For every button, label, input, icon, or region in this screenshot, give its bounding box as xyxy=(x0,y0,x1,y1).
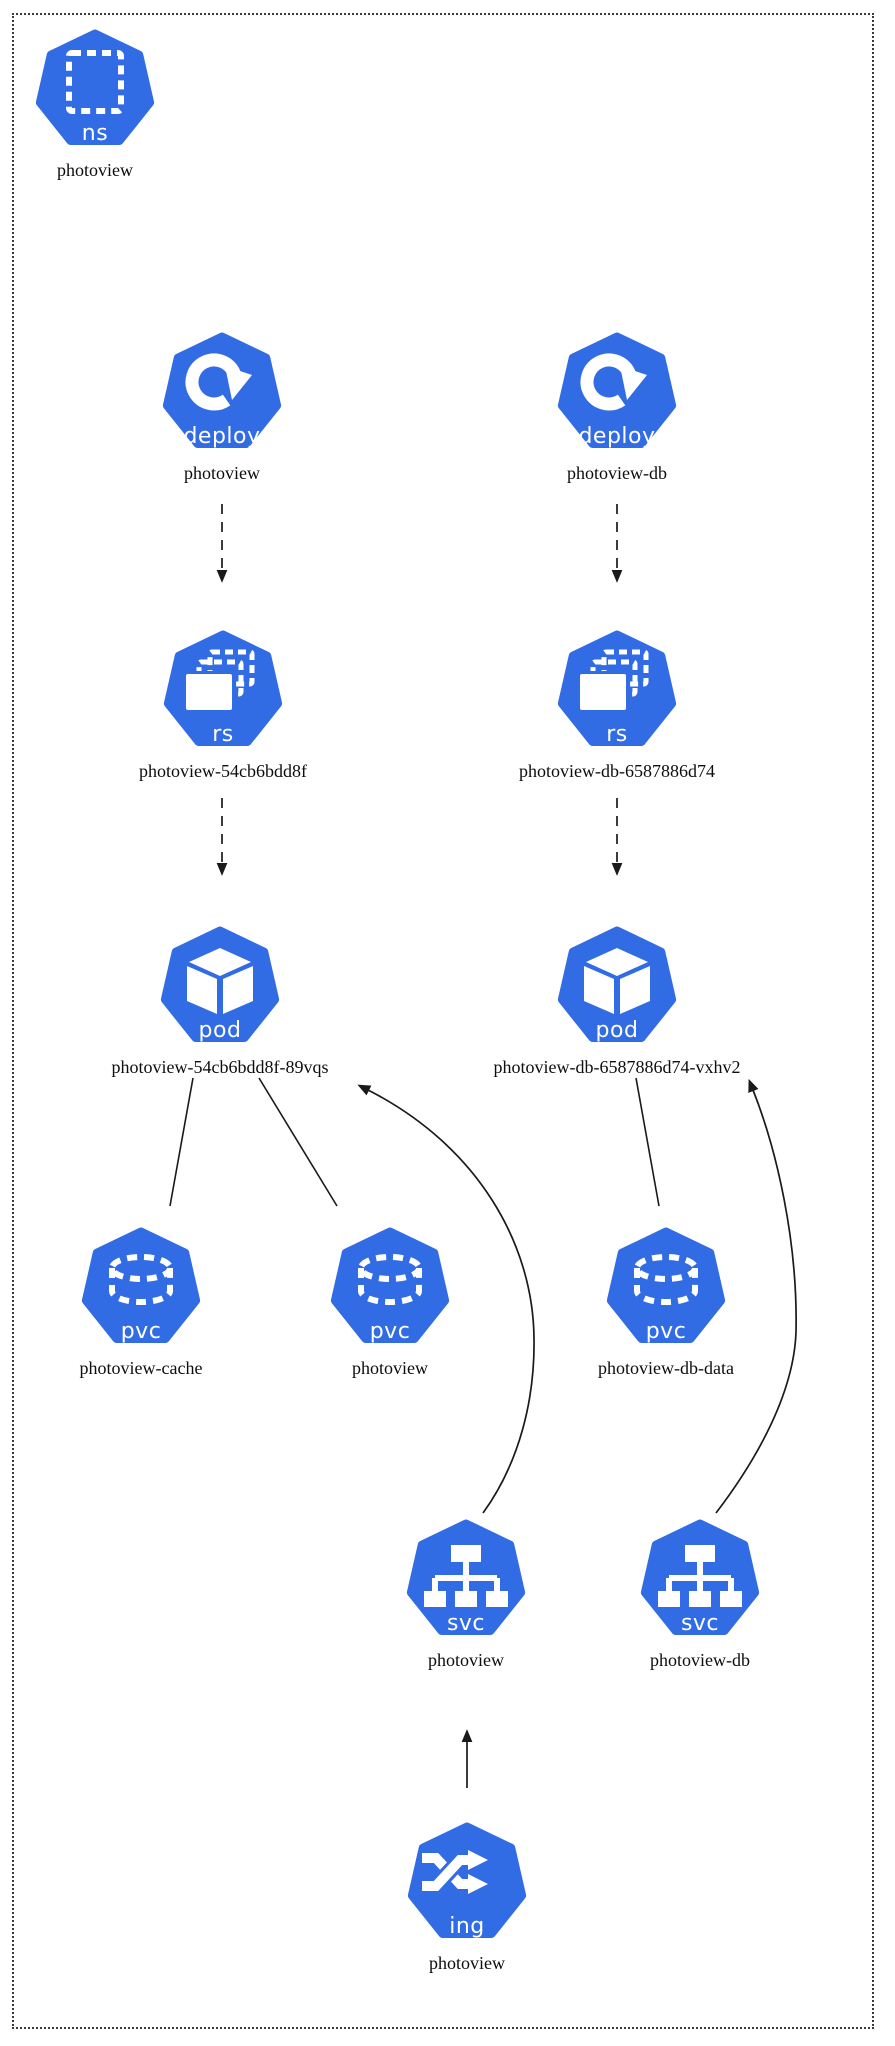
edge-pod-photoview-db-to-pvc-db-data xyxy=(635,1077,660,1207)
replicaset-icon: rs xyxy=(162,630,284,752)
namespace-icon: ns xyxy=(34,29,156,151)
node-label: photoview xyxy=(429,1953,505,1973)
service-icon: svc xyxy=(405,1519,527,1641)
node-replicaset-photoview: rs photoview-54cb6bdd8f xyxy=(63,630,383,781)
icon-kind-text: svc xyxy=(446,1611,486,1636)
node-deployment-photoview: deploy photoview xyxy=(62,332,382,483)
node-label: photoview-cache xyxy=(79,1358,203,1378)
pvc-icon: pvc xyxy=(605,1227,727,1349)
node-deployment-photoview-db: deploy photoview-db xyxy=(457,332,777,483)
node-label: photoview-db xyxy=(650,1650,750,1670)
node-label: photoview-54cb6bdd8f xyxy=(139,761,307,781)
node-label: photoview xyxy=(184,463,260,483)
service-icon: svc xyxy=(639,1519,761,1641)
node-namespace-photoview: ns photoview xyxy=(0,29,255,180)
edge-svc-photoview-to-pod xyxy=(357,1084,535,1514)
edge-pod-photoview-to-pvc-cache xyxy=(169,1077,194,1207)
icon-kind-text: pod xyxy=(198,1018,242,1043)
node-label: photoview-db-data xyxy=(598,1358,734,1378)
icon-kind-text: ing xyxy=(449,1914,485,1939)
node-label: photoview xyxy=(352,1358,428,1378)
icon-kind-text: pvc xyxy=(369,1319,411,1344)
icon-kind-text: rs xyxy=(606,722,628,747)
icon-kind-text: pvc xyxy=(645,1319,687,1344)
pod-icon: pod xyxy=(159,926,281,1048)
namespace-cluster-border xyxy=(12,13,874,2029)
pvc-icon: pvc xyxy=(80,1227,202,1349)
node-label: photoview-db-6587886d74-vxhv2 xyxy=(493,1057,741,1077)
edge-svc-photoview-db-to-pod xyxy=(715,1078,797,1514)
node-pod-photoview-db: pod photoview-db-6587886d74-vxhv2 xyxy=(457,926,777,1077)
node-ingress-photoview: ing photoview xyxy=(307,1822,627,1973)
node-label: photoview-db-6587886d74 xyxy=(519,761,715,781)
deployment-icon: deploy xyxy=(556,332,678,454)
icon-kind-text: deploy xyxy=(578,424,656,449)
edge-pod-photoview-to-pvc-photoview xyxy=(258,1077,338,1207)
replicaset-icon: rs xyxy=(556,630,678,752)
node-service-photoview: svc photoview xyxy=(306,1519,626,1670)
node-replicaset-photoview-db: rs photoview-db-6587886d74 xyxy=(457,630,777,781)
icon-kind-text: svc xyxy=(680,1611,720,1636)
icon-kind-text: pvc xyxy=(120,1319,162,1344)
icon-kind-text: ns xyxy=(81,121,109,146)
icon-kind-text: pod xyxy=(595,1018,639,1043)
node-label: photoview xyxy=(428,1650,504,1670)
icon-kind-text: rs xyxy=(212,722,234,747)
node-pvc-photoview-cache: pvc photoview-cache xyxy=(0,1227,301,1378)
pod-icon: pod xyxy=(556,926,678,1048)
node-pvc-photoview-db-data: pvc photoview-db-data xyxy=(506,1227,826,1378)
pvc-icon: pvc xyxy=(329,1227,451,1349)
node-pvc-photoview: pvc photoview xyxy=(230,1227,550,1378)
ingress-icon: ing xyxy=(406,1822,528,1944)
node-label: photoview xyxy=(57,160,133,180)
icon-kind-text: deploy xyxy=(183,424,261,449)
node-label: photoview-db xyxy=(567,463,667,483)
deployment-icon: deploy xyxy=(161,332,283,454)
node-label: photoview-54cb6bdd8f-89vqs xyxy=(111,1057,329,1077)
node-service-photoview-db: svc photoview-db xyxy=(540,1519,860,1670)
node-pod-photoview: pod photoview-54cb6bdd8f-89vqs xyxy=(60,926,380,1077)
